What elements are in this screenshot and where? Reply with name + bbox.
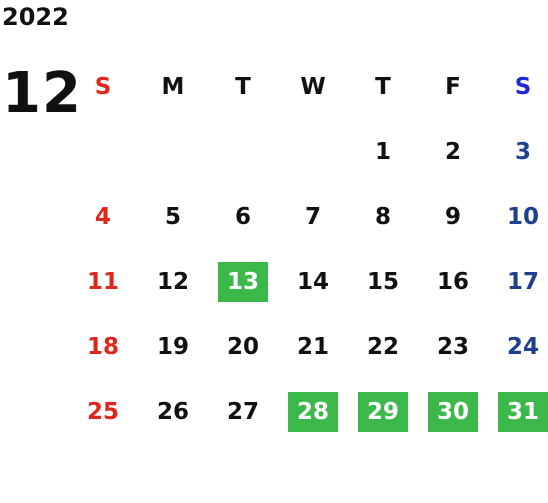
calendar-month: 12	[2, 61, 82, 126]
day-cell[interactable]: 7	[278, 184, 348, 249]
day-cell[interactable]: 27	[208, 379, 278, 444]
day-number: 16	[436, 268, 469, 295]
weekday-tuesday: T	[235, 73, 251, 100]
day-cell[interactable]: 1	[348, 119, 418, 184]
weekday-sunday: S	[94, 73, 112, 100]
day-cell-highlighted[interactable]: 13	[208, 249, 278, 314]
day-cell[interactable]: 6	[208, 184, 278, 249]
day-number: 25	[86, 398, 119, 425]
weekday-saturday: S	[514, 73, 532, 100]
day-number: 23	[436, 333, 469, 360]
day-cell[interactable]: 9	[418, 184, 488, 249]
day-cell-highlighted[interactable]: 30	[418, 379, 488, 444]
day-number: 19	[156, 333, 189, 360]
day-number: 1	[374, 138, 391, 165]
day-cell-highlighted[interactable]: 31	[488, 379, 548, 444]
day-number: 3	[514, 138, 531, 165]
day-cell[interactable]: 24	[488, 314, 548, 379]
day-number: 4	[94, 203, 111, 230]
day-number: 27	[226, 398, 259, 425]
day-cell-highlighted[interactable]: 28	[278, 379, 348, 444]
day-number: 31	[498, 391, 548, 432]
day-cell[interactable]: 19	[138, 314, 208, 379]
day-cell[interactable]: 12	[138, 249, 208, 314]
day-cell[interactable]: 10	[488, 184, 548, 249]
day-cell-highlighted[interactable]: 29	[348, 379, 418, 444]
day-number: 28	[288, 391, 338, 432]
calendar-grid: S M T W T F S 1 2 3 4 5 6 7 8 9 10 11 12…	[68, 54, 548, 444]
day-number: 26	[156, 398, 189, 425]
day-cell[interactable]: 8	[348, 184, 418, 249]
empty-day-cell	[68, 119, 138, 184]
weekday-thursday: T	[375, 73, 391, 100]
day-cell[interactable]: 14	[278, 249, 348, 314]
day-number: 29	[358, 391, 408, 432]
day-cell[interactable]: 21	[278, 314, 348, 379]
day-number: 21	[296, 333, 329, 360]
day-number: 6	[234, 203, 251, 230]
day-cell[interactable]: 22	[348, 314, 418, 379]
day-number: 18	[86, 333, 119, 360]
day-number: 12	[156, 268, 189, 295]
day-number: 5	[164, 203, 181, 230]
day-cell[interactable]: 16	[418, 249, 488, 314]
weekday-friday: F	[445, 73, 461, 100]
day-number: 22	[366, 333, 399, 360]
day-cell[interactable]: 17	[488, 249, 548, 314]
day-number: 7	[304, 203, 321, 230]
day-number: 14	[296, 268, 329, 295]
day-cell[interactable]: 3	[488, 119, 548, 184]
day-number: 10	[506, 203, 539, 230]
day-cell[interactable]: 2	[418, 119, 488, 184]
day-cell[interactable]: 23	[418, 314, 488, 379]
empty-day-cell	[278, 119, 348, 184]
day-number: 13	[218, 261, 268, 302]
weekday-wednesday: W	[300, 73, 326, 100]
day-number: 11	[86, 268, 119, 295]
day-cell[interactable]: 25	[68, 379, 138, 444]
empty-day-cell	[208, 119, 278, 184]
day-cell[interactable]: 20	[208, 314, 278, 379]
day-number: 2	[444, 138, 461, 165]
day-number: 24	[506, 333, 539, 360]
day-cell[interactable]: 15	[348, 249, 418, 314]
day-number: 30	[428, 391, 478, 432]
day-cell[interactable]: 4	[68, 184, 138, 249]
day-number: 8	[374, 203, 391, 230]
day-cell[interactable]: 5	[138, 184, 208, 249]
day-number: 9	[444, 203, 461, 230]
day-cell[interactable]: 11	[68, 249, 138, 314]
weekday-monday: M	[161, 73, 185, 100]
day-number: 17	[506, 268, 539, 295]
day-number: 20	[226, 333, 259, 360]
day-cell[interactable]: 26	[138, 379, 208, 444]
calendar-year: 2022	[2, 3, 69, 31]
empty-day-cell	[138, 119, 208, 184]
day-number: 15	[366, 268, 399, 295]
day-cell[interactable]: 18	[68, 314, 138, 379]
